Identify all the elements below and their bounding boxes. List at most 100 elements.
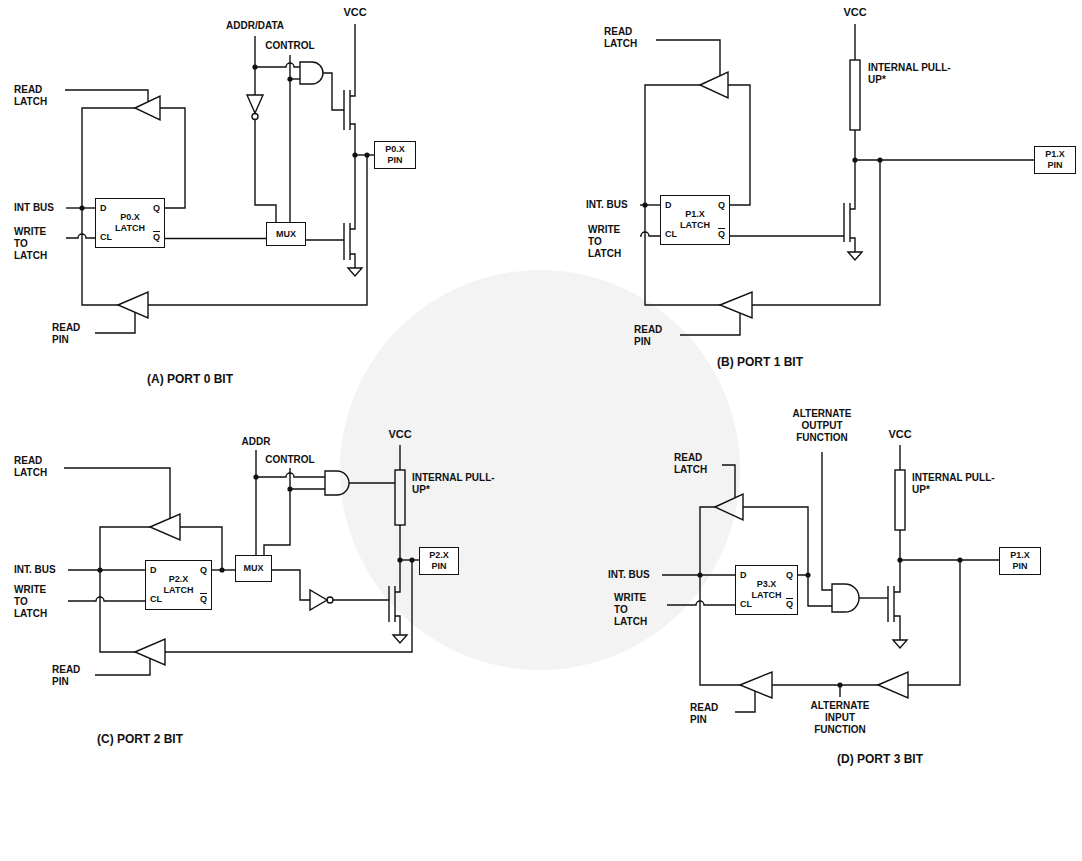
- latch-terminal: CL: [100, 232, 112, 243]
- port0-wiring: [66, 234, 95, 238]
- signal-wire: [212, 569, 235, 570]
- signal-label: ALTERNATE INPUT FUNCTION: [800, 700, 880, 736]
- figure-caption: (D) PORT 3 BIT: [800, 752, 960, 766]
- signal-label: INT BUS: [14, 202, 64, 214]
- junction-dot: [642, 202, 647, 207]
- junction-dot: [364, 152, 369, 157]
- figure-caption: (A) PORT 0 BIT: [110, 372, 270, 386]
- signal-label: READ PIN: [52, 322, 92, 346]
- latch-terminal: D: [100, 203, 107, 214]
- port1-wiring: [850, 130, 855, 209]
- port3-wiring: [893, 640, 907, 648]
- junction-dot: [397, 557, 402, 562]
- port0-wiring: [95, 313, 135, 334]
- latch-name: P3.X LATCH: [748, 579, 785, 601]
- junction-dot: [287, 486, 292, 491]
- signal-label: ADDR/DATA: [221, 20, 289, 32]
- signal-label: INT. BUS: [586, 199, 638, 211]
- signal-label: WRITE TO LATCH: [14, 226, 60, 262]
- pin-box: P2.X PIN: [419, 547, 459, 575]
- port2-wiring: [64, 468, 170, 519]
- port0-wiring: [255, 120, 276, 223]
- latch-name: P1.X LATCH: [673, 209, 717, 231]
- port0-wiring: [148, 155, 367, 305]
- node-text-group: P0.X PIN: [377, 144, 413, 166]
- pin-box: P0.X PIN: [374, 141, 416, 169]
- port2-wiring: [310, 590, 327, 610]
- port3-wiring: [667, 601, 735, 605]
- port2-wiring: [95, 659, 150, 676]
- port2-wiring: [272, 570, 310, 600]
- latch-box: DP1.X LATCHQCLQ: [660, 195, 730, 245]
- port3-wiring: [662, 445, 1000, 712]
- latch-terminal: D: [150, 565, 157, 576]
- latch-name: P2.X LATCH: [158, 574, 199, 596]
- port0-wiring: [343, 223, 344, 260]
- latch-box: DP2.X LATCHQCLQ: [145, 560, 212, 610]
- junction-dot: [409, 557, 414, 562]
- port1-wiring: [854, 24, 855, 60]
- figure-caption: (B) PORT 1 BIT: [680, 355, 840, 369]
- latch-box: DP3.X LATCHQ CL Q: [735, 565, 798, 615]
- port3-wiring: [878, 672, 908, 698]
- port2-wiring: [349, 482, 395, 483]
- port2-wiring: [393, 635, 407, 643]
- port2-wiring: [255, 450, 256, 555]
- port0-wiring: [348, 268, 362, 276]
- signal-label: INTERNAL PULL-UP*: [868, 62, 952, 86]
- latch-box: DP0.X LATCHQCLQ: [95, 198, 165, 248]
- signal-label: INT. BUS: [14, 564, 66, 576]
- signal-label: CONTROL: [264, 454, 316, 466]
- latch-terminal: CL: [150, 594, 162, 605]
- signal-label: READ LATCH: [14, 84, 62, 108]
- junction-dot: [79, 64, 962, 687]
- signal-label: ADDR: [236, 436, 276, 448]
- port1-wiring: [848, 252, 862, 260]
- port3-wiring: [822, 452, 832, 590]
- signal-label: WRITE TO LATCH: [614, 592, 660, 628]
- watermark-seal: [340, 270, 740, 670]
- node-text-group: P2.X PIN: [422, 550, 456, 572]
- latch-terminal: D: [740, 570, 747, 581]
- port2-wiring: [395, 470, 405, 525]
- port2-wiring: [150, 514, 180, 540]
- port3-wiring: [899, 445, 900, 470]
- latch-terminal: CL: [665, 229, 677, 240]
- junction-dot: [253, 474, 258, 479]
- port0-wiring: [350, 124, 355, 229]
- port1-wiring: [640, 24, 1035, 335]
- port1-wiring: [680, 313, 740, 335]
- latch-terminal: CL: [740, 599, 752, 610]
- mux-label: MUX: [244, 563, 264, 574]
- latch-terminal: Q: [153, 232, 160, 243]
- junction-dot: [805, 572, 810, 577]
- port1-wiring: [850, 60, 860, 130]
- mux-box: MUX: [235, 555, 272, 582]
- signal-label: CONTROL: [264, 40, 316, 52]
- pin-box: P1.X PIN: [1034, 146, 1076, 174]
- latch-terminal: Q: [718, 229, 725, 240]
- port1-wiring: [752, 160, 880, 305]
- latch-terminal: Q: [786, 599, 793, 610]
- port3-wiring: [772, 684, 878, 685]
- port3-wiring: [900, 559, 1000, 560]
- latch-terminal: Q: [786, 570, 793, 581]
- signal-label: WRITE TO LATCH: [588, 224, 634, 260]
- port1-wiring: [640, 232, 660, 236]
- port3-wiring: [735, 691, 755, 712]
- pin-label: P2.X PIN: [422, 550, 456, 572]
- signal-label: READ PIN: [634, 324, 674, 348]
- junction-dot: [287, 76, 292, 81]
- port0-wiring: [247, 95, 263, 113]
- mux-box: MUX: [266, 222, 306, 246]
- port2-wiring: [333, 599, 389, 600]
- port0-wiring: [65, 90, 148, 102]
- signal-label: INTERNAL PULL-UP*: [412, 472, 496, 496]
- figure-caption: (C) PORT 2 BIT: [60, 732, 220, 746]
- port0-wiring: [82, 108, 135, 208]
- junction-dot: [837, 682, 842, 687]
- port0-wiring: [65, 24, 375, 333]
- port2-wiring: [100, 527, 150, 652]
- port0-wiring: [255, 63, 300, 67]
